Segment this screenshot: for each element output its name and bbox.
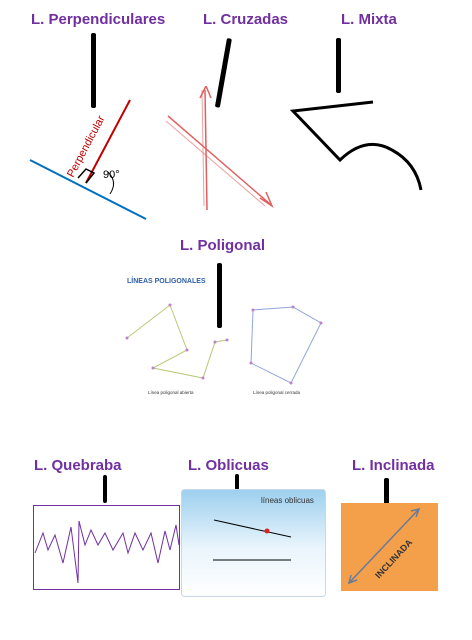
polygonal-heading: LÍNEAS POLIGONALES xyxy=(127,276,206,285)
crossed-lines-diagram xyxy=(165,86,274,211)
angle-label: 90° xyxy=(103,169,120,181)
pointer-quebrada xyxy=(103,475,107,503)
broken-line-diagram xyxy=(33,505,180,590)
title-inclinada: L. Inclinada xyxy=(352,457,435,474)
title-mixta: L. Mixta xyxy=(341,11,397,28)
title-cruzadas: L. Cruzadas xyxy=(203,11,289,28)
vertical-line xyxy=(204,89,208,211)
oblique-caption: líneas oblicuas xyxy=(261,496,314,505)
open-caption: Línea poligonal abierta xyxy=(148,390,194,395)
oblique-panel-bg xyxy=(181,489,326,597)
polygonal-lines-diagram: LÍNEAS POLIGONALES Línea poligonal abier… xyxy=(125,276,323,395)
pointer-perpendiculares xyxy=(91,33,96,108)
arrow-head-top xyxy=(410,507,421,518)
diagonal-line xyxy=(167,115,271,205)
pointer-oblicuas xyxy=(235,474,239,490)
base-line xyxy=(29,159,147,220)
angle-arc xyxy=(107,171,114,195)
arrow-bottom xyxy=(259,191,274,209)
closed-caption: Línea poligonal cerrada xyxy=(253,390,301,395)
title-perpendiculares: L. Perpendiculares xyxy=(31,11,166,28)
title-oblicuas: L. Oblicuas xyxy=(188,457,269,474)
mixed-line-diagram xyxy=(289,100,423,191)
broken-line-frame xyxy=(33,505,180,590)
mixed-line xyxy=(289,100,423,191)
title-poligonal: L. Poligonal xyxy=(180,237,265,254)
perpendicular-line xyxy=(85,99,131,184)
inclined-panel-bg xyxy=(341,503,438,591)
arrow-top xyxy=(199,86,212,99)
pointer-mixta xyxy=(336,38,341,93)
inclined-line xyxy=(348,508,420,584)
closed-polygonal-line xyxy=(250,306,322,384)
pointer-inclinada xyxy=(384,478,389,506)
intersection-point xyxy=(264,528,270,534)
title-quebrada: L. Quebraba xyxy=(34,457,122,474)
oblique-lines-diagram: líneas oblicuas xyxy=(181,489,326,597)
arrow-head-bottom xyxy=(347,574,358,585)
perpendicular-diagram: Perpendicular 90° xyxy=(29,99,147,220)
open-polygonal-line xyxy=(126,304,228,379)
right-angle-mark xyxy=(77,168,96,184)
inclined-line-diagram: INCLINADA xyxy=(341,503,438,591)
pointer-poligonal xyxy=(217,263,222,328)
broken-line xyxy=(34,520,180,584)
oblique-line xyxy=(213,519,292,538)
